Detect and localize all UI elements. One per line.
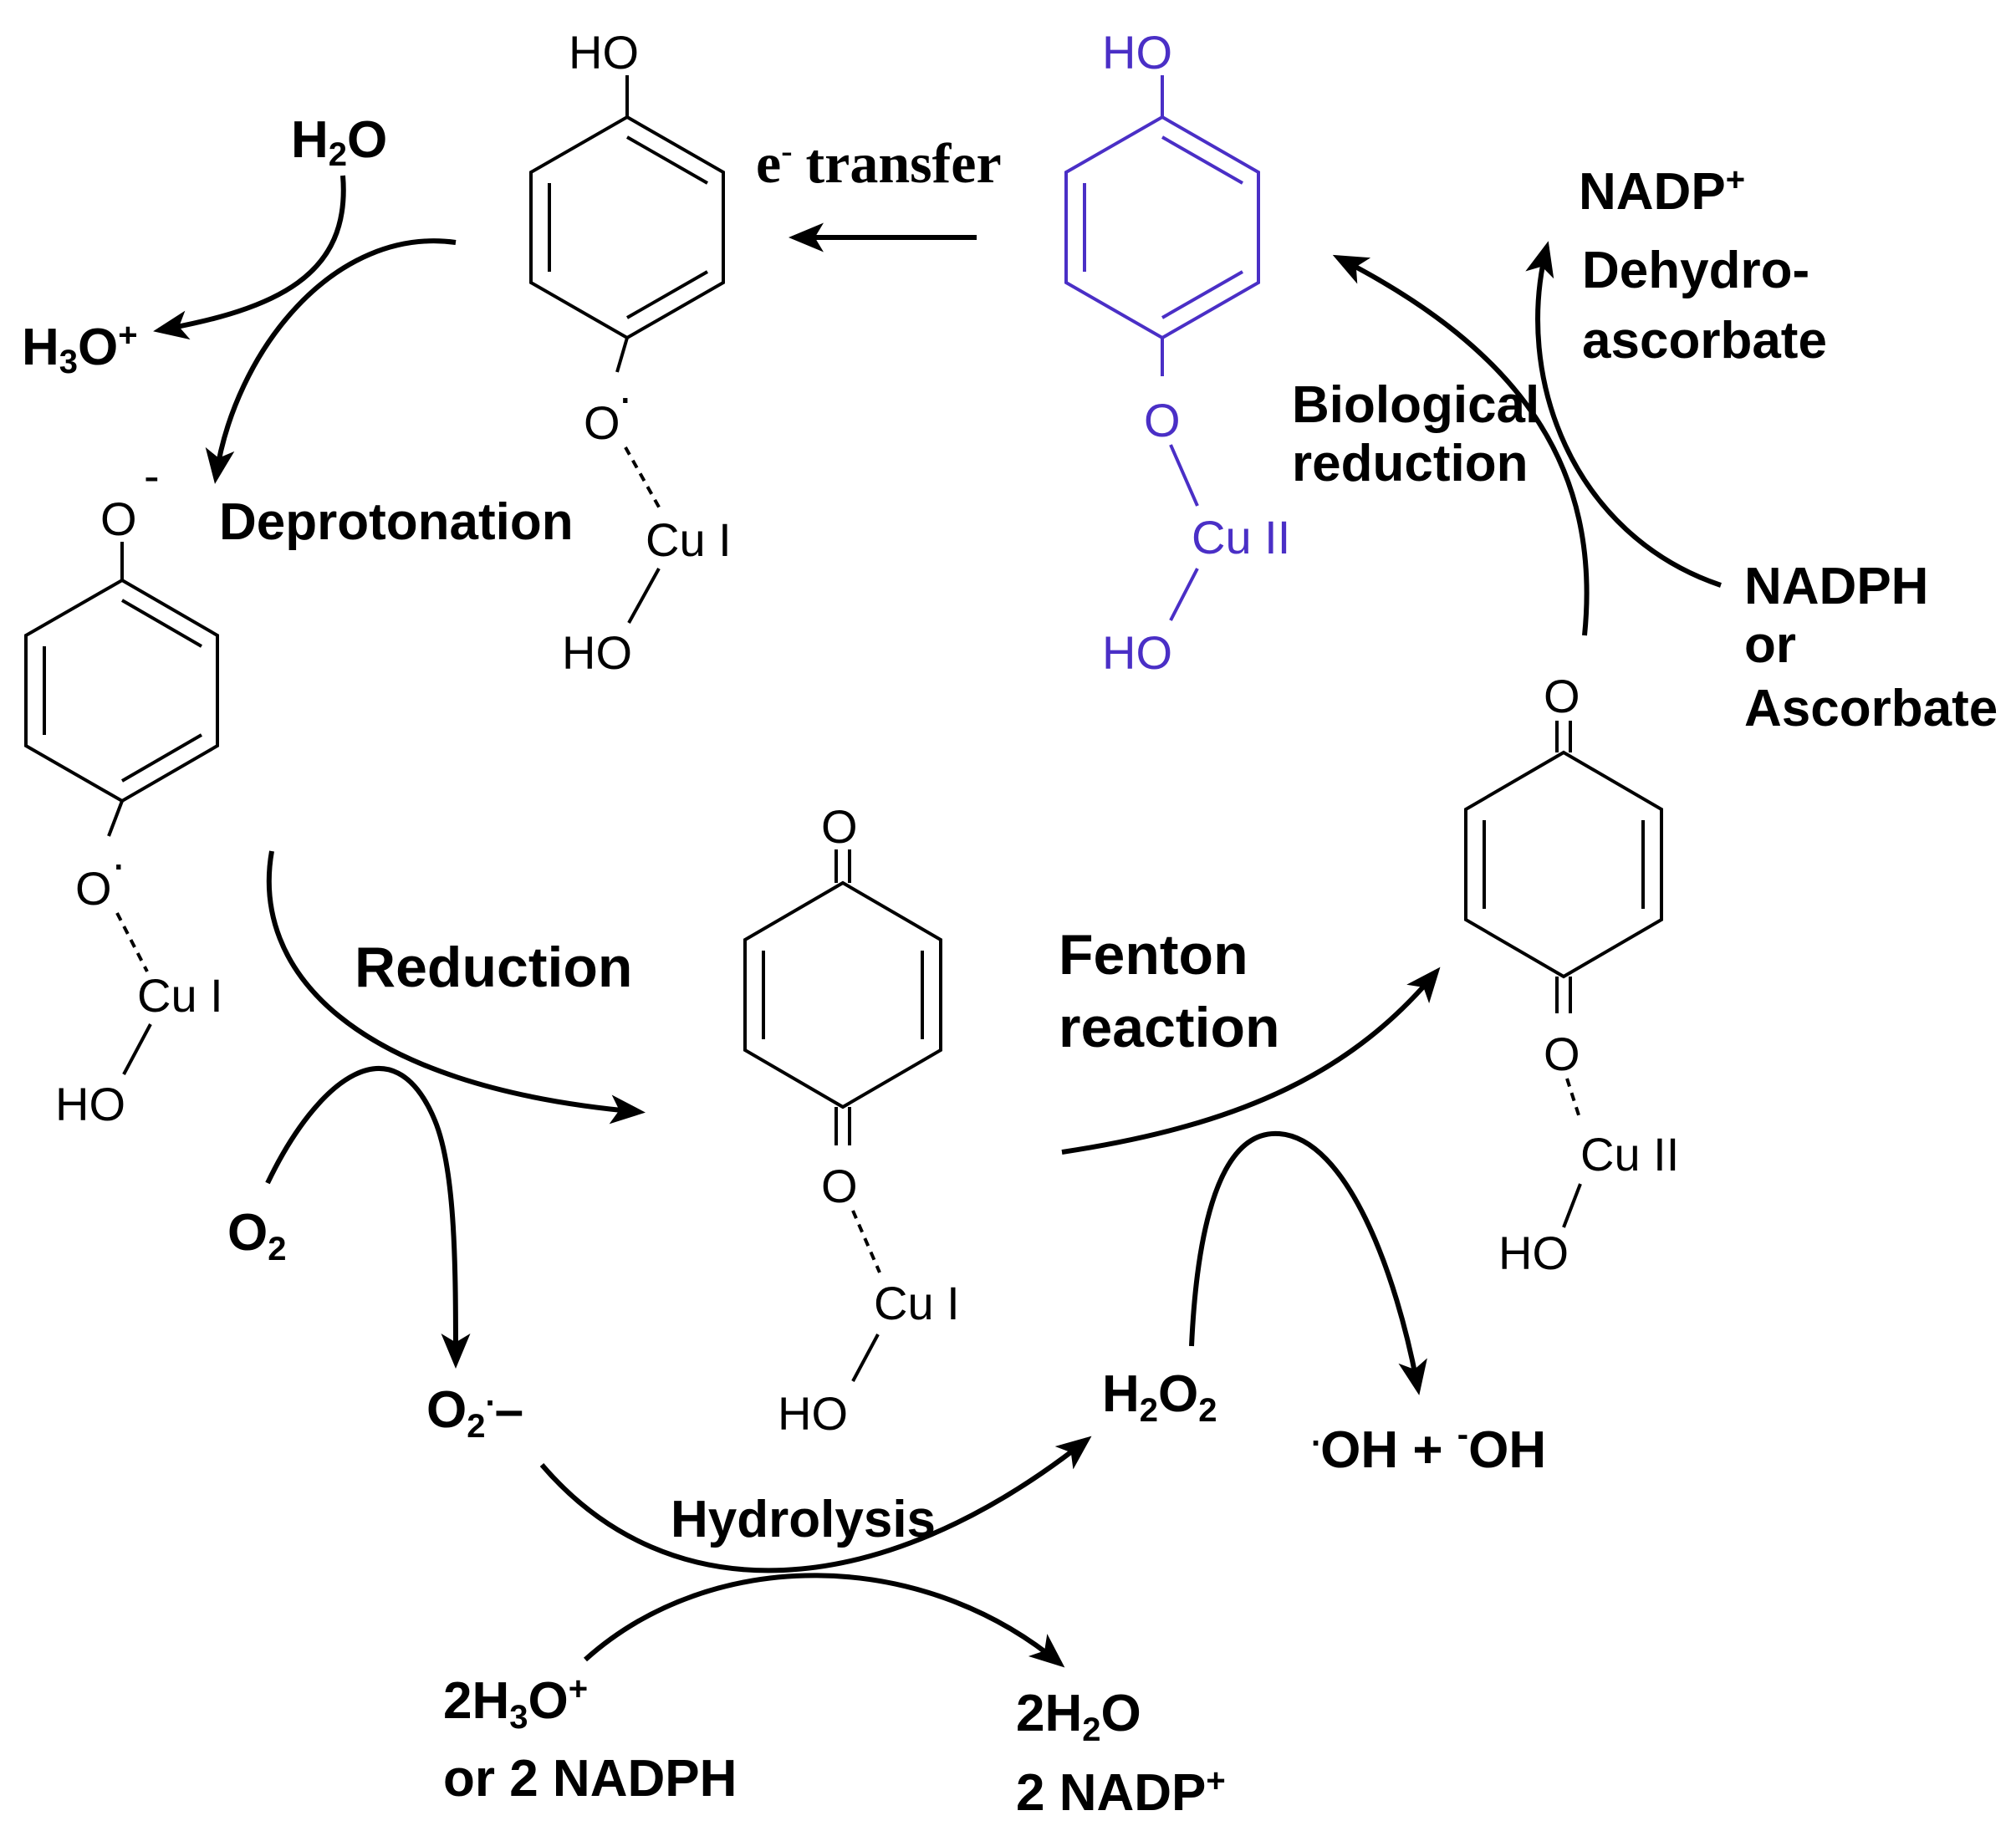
- molecule-phenoxide-cu1: O - O . Cu I HO: [24, 449, 223, 1130]
- copper-label: Cu II: [1192, 511, 1290, 564]
- oxygen-label: O: [821, 1160, 858, 1212]
- hydroxyl-label: HO: [569, 26, 639, 79]
- dehydroascorbate-label-2: ascorbate: [1582, 312, 1827, 370]
- fenton-label-2: reaction: [1059, 996, 1280, 1059]
- biological-reduction-label-2: reduction: [1292, 435, 1528, 492]
- radical-dot: .: [619, 360, 632, 413]
- cofactor-arrow: [583, 1573, 1065, 1668]
- dehydroascorbate-label-1: Dehydro-: [1582, 242, 1809, 299]
- molecule-benzoquinone-cu2: O O Cu II HO: [1464, 670, 1679, 1279]
- nadph-label: NADPH: [1744, 558, 1928, 615]
- nadph-oxidation-arrow: [1525, 241, 1722, 588]
- ascorbate-label: Ascorbate: [1744, 680, 1998, 737]
- hydroxide-label: HO: [562, 626, 632, 679]
- hydroxyl-radical-label: .OH + -OH: [1311, 1416, 1546, 1479]
- hydronium-label: H3O+: [22, 317, 138, 380]
- oxygen-label: O: [584, 396, 620, 449]
- biological-reduction-arrow: [1332, 254, 1590, 636]
- oxygen-molecule-label: O2: [227, 1204, 286, 1267]
- peroxide-cleavage-arrow: [1189, 1130, 1427, 1395]
- e-transfer-label: e-transfer: [756, 131, 1002, 195]
- molecule-hydroquinone-cu2: HO O Cu II HO: [1064, 26, 1290, 679]
- nadph-reactant-label: or 2 NADPH: [443, 1750, 737, 1808]
- reduction-label: Reduction: [355, 936, 632, 999]
- copper-label: Cu I: [137, 969, 223, 1022]
- radical-dot: .: [112, 827, 125, 880]
- hydroxide-label: HO: [1102, 626, 1172, 679]
- deprotonation-label: Deprotonation: [219, 493, 574, 551]
- oxygen-top-label: O: [821, 800, 858, 853]
- nadp-plus-label: NADP+: [1579, 161, 1745, 221]
- fenton-label-1: Fenton: [1059, 923, 1248, 987]
- copper-label: Cu I: [874, 1277, 960, 1329]
- copper-label: Cu I: [646, 513, 732, 566]
- hydrolysis-label: Hydrolysis: [671, 1491, 936, 1548]
- biological-reduction-label-1: Biological: [1292, 376, 1539, 434]
- water-label: H2O: [291, 111, 387, 173]
- molecule-hydroquinone-radical-cu1: HO O . Cu I HO: [529, 26, 732, 679]
- oxygen-reduction-arrow: [265, 1066, 471, 1369]
- fenton-reaction-arrow: [1061, 967, 1441, 1155]
- water-to-hydronium-arrow: [153, 175, 346, 340]
- arrows: [153, 175, 1722, 1668]
- oxygen-label: O: [1144, 394, 1181, 446]
- nadp-product-label: 2 NADP+: [1016, 1762, 1226, 1822]
- or-label: or: [1744, 616, 1796, 674]
- oxygen-top-label: O: [100, 492, 137, 545]
- hydrolysis-arrow: [539, 1436, 1092, 1573]
- hydroxide-label: HO: [1498, 1227, 1569, 1279]
- deprotonation-arrow: [205, 238, 457, 484]
- copper-label: Cu II: [1580, 1128, 1679, 1181]
- hydronium-reactant-label: 2H3O+: [443, 1670, 588, 1736]
- oxygen-label: O: [1544, 1028, 1580, 1080]
- superoxide-label: O2.–: [426, 1376, 523, 1445]
- reduction-arrow: [266, 850, 646, 1125]
- oxygen-top-label: O: [1544, 670, 1580, 722]
- molecule-benzoquinone-cu1: O O Cu I HO: [743, 800, 960, 1440]
- water-product-label: 2H2O: [1016, 1685, 1141, 1748]
- oxygen-label: O: [75, 862, 112, 915]
- negative-charge: -: [144, 449, 160, 502]
- hydroxide-label: HO: [55, 1078, 125, 1130]
- hydroxide-label: HO: [778, 1387, 848, 1440]
- hydrogen-peroxide-label: H2O2: [1102, 1365, 1217, 1429]
- hydroxyl-label: HO: [1102, 26, 1172, 79]
